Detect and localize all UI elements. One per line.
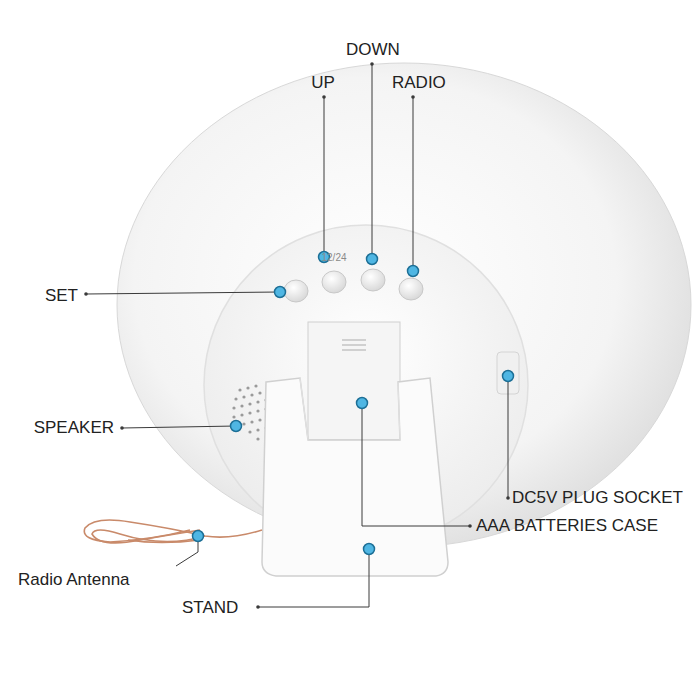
buttons — [284, 269, 423, 302]
stand-shape — [262, 378, 448, 576]
button-marking: 12/24 — [321, 252, 346, 264]
part-label: SET — [45, 285, 78, 307]
antenna-wire — [84, 520, 262, 543]
leader-ends — [84, 62, 510, 609]
part-label: RADIO — [392, 72, 446, 94]
speaker-grille — [232, 384, 269, 440]
part-label: DOWN — [346, 39, 400, 61]
callout-dots — [193, 252, 514, 555]
part-label: STAND — [182, 597, 238, 619]
battery-case — [308, 322, 400, 440]
part-label: DC5V PLUG SOCKET — [512, 487, 683, 509]
leader-lines — [86, 64, 508, 607]
part-label: Radio Antenna — [18, 569, 130, 591]
part-label: SPEAKER — [34, 417, 114, 439]
part-label: AAA BATTERIES CASE — [476, 515, 658, 537]
part-label: UP — [311, 72, 335, 94]
